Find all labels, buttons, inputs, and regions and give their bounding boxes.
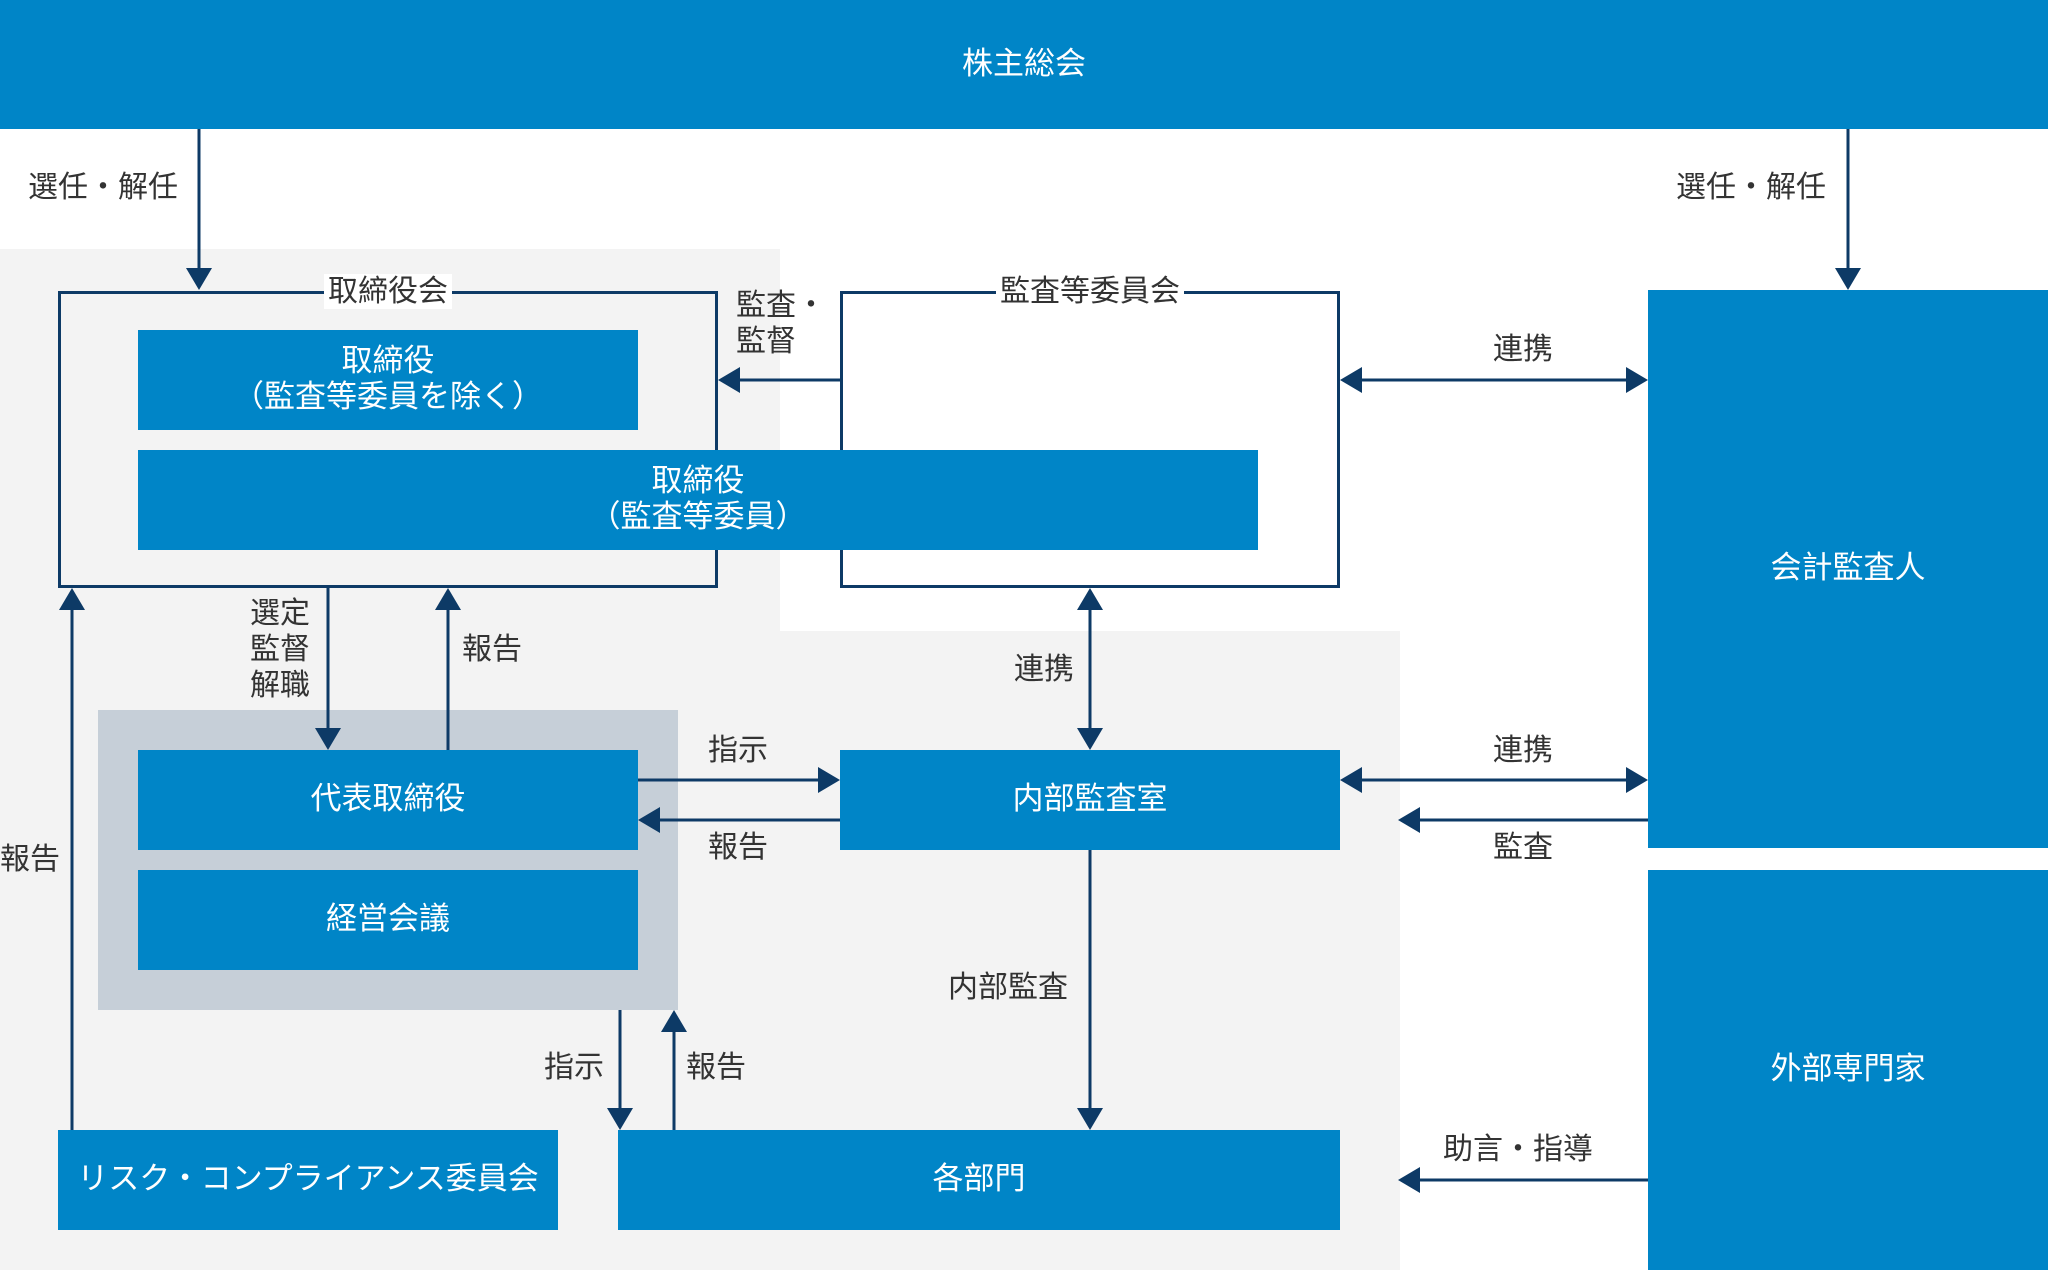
label-report-rep-board: 報告	[462, 632, 522, 667]
shareholders-meeting-label: 株主総会	[962, 45, 1086, 82]
representative-director-box: 代表取締役	[138, 750, 638, 850]
management-meeting-label: 経営会議	[326, 901, 450, 938]
label-select-supervise-dismiss: 選定 監督 解職	[250, 596, 310, 703]
director-audit-line1: 取締役	[651, 463, 745, 500]
label-coop-committee-auditor: 連携	[1493, 332, 1553, 367]
audit-committee-frame: 監査等委員会	[840, 274, 1340, 588]
label-elect-dismiss-right: 選任・解任	[1676, 170, 1826, 205]
label-report-dept-mgmt: 報告	[686, 1050, 746, 1085]
departments-box: 各部門	[618, 1130, 1340, 1230]
label-instruct-dept: 指示	[544, 1050, 604, 1085]
director-audit-box: 取締役 （監査等委員）	[138, 450, 1258, 550]
shareholders-meeting-box: 株主総会	[0, 0, 2048, 129]
departments-label: 各部門	[932, 1161, 1026, 1198]
external-experts-box: 外部専門家	[1648, 870, 2048, 1270]
label-report-risk-board: 報告	[0, 842, 60, 877]
risk-compliance-committee-box: リスク・コンプライアンス委員会	[58, 1130, 558, 1230]
director-non-audit-line1: 取締役	[341, 343, 435, 380]
board-of-directors-title: 取締役会	[324, 274, 452, 309]
internal-audit-office-label: 内部監査室	[1012, 781, 1168, 818]
internal-audit-office-box: 内部監査室	[840, 750, 1340, 850]
label-coop-committee-internal: 連携	[1014, 652, 1074, 687]
label-report-internal-rep: 報告	[708, 830, 768, 865]
label-instruct-internal: 指示	[708, 733, 768, 768]
board-of-directors-frame: 取締役会	[58, 274, 718, 588]
external-experts-label: 外部専門家	[1770, 1051, 1926, 1088]
label-elect-dismiss-left: 選任・解任	[28, 170, 178, 205]
management-meeting-box: 経営会議	[138, 870, 638, 970]
risk-compliance-committee-label: リスク・コンプライアンス委員会	[77, 1161, 539, 1198]
director-non-audit-box: 取締役 （監査等委員を除く）	[138, 330, 638, 430]
audit-committee-title: 監査等委員会	[996, 274, 1184, 309]
label-internal-audit: 内部監査	[948, 970, 1068, 1005]
director-audit-line2: （監査等委員）	[589, 499, 807, 535]
director-non-audit-line2: （監査等委員を除く）	[233, 379, 543, 415]
label-audit-auditor-internal: 監査	[1493, 830, 1553, 865]
representative-director-label: 代表取締役	[310, 781, 466, 818]
accounting-auditor-box: 会計監査人	[1648, 290, 2048, 848]
accounting-auditor-label: 会計監査人	[1770, 550, 1926, 587]
label-coop-internal-auditor: 連携	[1493, 733, 1553, 768]
label-audit-supervise: 監査・ 監督	[736, 288, 826, 359]
label-advice-guidance: 助言・指導	[1443, 1132, 1593, 1167]
